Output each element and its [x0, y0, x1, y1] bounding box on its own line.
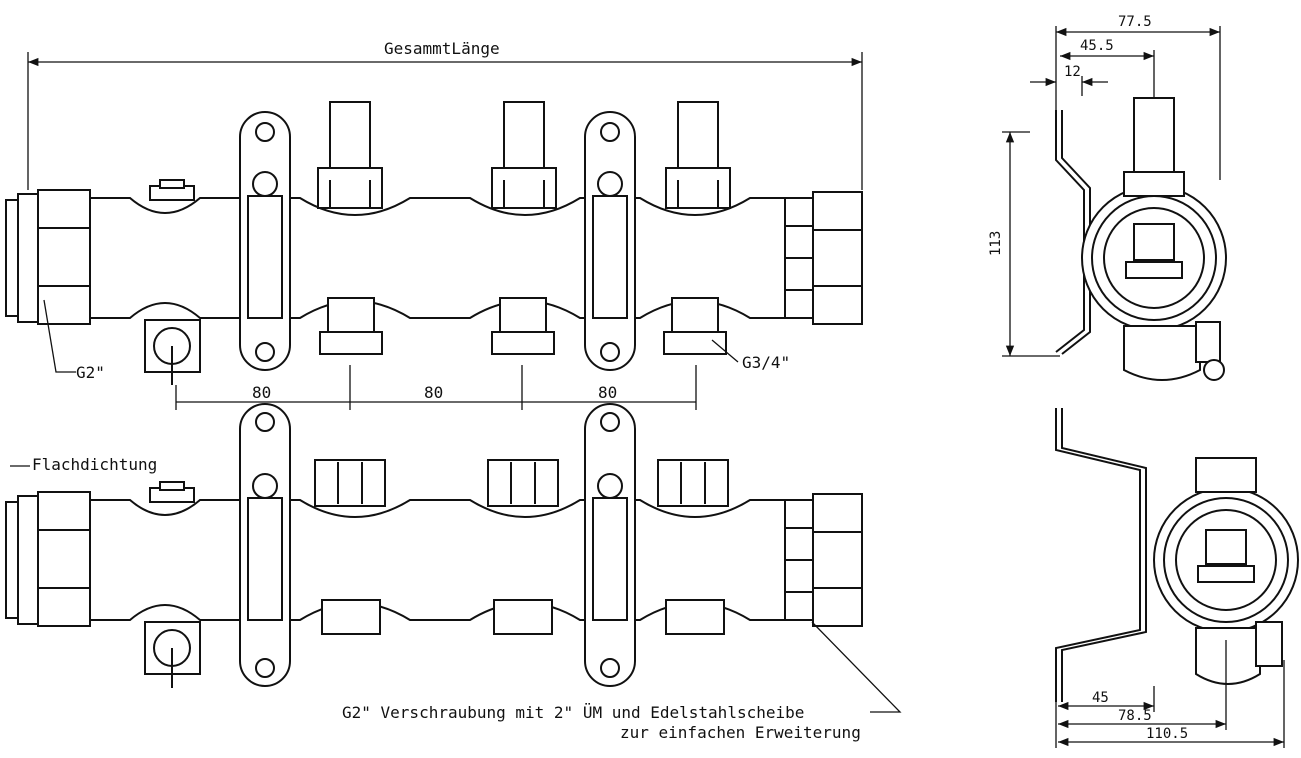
spacing-label-2: 80: [424, 383, 443, 402]
spacing-label-1: 80: [252, 383, 271, 402]
dim-45-label: 45: [1092, 690, 1109, 706]
flat-gasket-label: Flachdichtung: [32, 455, 157, 474]
dim-width-label: 77.5: [1118, 14, 1152, 30]
side-view-bottom: [1055, 408, 1299, 748]
dim-110-label: 110.5: [1146, 726, 1188, 742]
bracket-left-bottom: [239, 403, 291, 687]
spacing-label-3: 80: [598, 383, 617, 402]
note-line-2: zur einfachen Erweiterung: [620, 723, 861, 742]
cap-2: [487, 459, 559, 507]
valve-head-3: [665, 101, 731, 209]
manifold-bottom: [5, 403, 902, 713]
bracket-right-bottom: [584, 403, 636, 687]
outlet-6: [665, 599, 725, 635]
cap-3: [657, 459, 729, 507]
outlet-4: [321, 599, 381, 635]
cap-1: [314, 459, 386, 507]
dim-height-label: 113: [988, 231, 1004, 256]
dim-offset-label: 45.5: [1080, 38, 1114, 54]
outlet-1: [319, 297, 383, 355]
valve-head-2: [491, 101, 557, 209]
valve-head-1: [317, 101, 383, 209]
inlet-thread-label: G2": [76, 363, 105, 382]
side-view-top: [1002, 26, 1227, 381]
bracket-right-top: [584, 111, 636, 371]
dim-wall-label: 12: [1064, 64, 1081, 80]
bracket-left-top: [239, 111, 291, 371]
manifold-top: [5, 52, 863, 410]
note-line-1: G2" Verschraubung mit 2" ÜM und Edelstah…: [342, 703, 804, 722]
dim-78-label: 78.5: [1118, 708, 1152, 724]
total-length-label: GesammtLänge: [384, 39, 500, 58]
outlet-5: [493, 599, 553, 635]
outlet-2: [491, 297, 555, 355]
outlet-3: [663, 297, 727, 355]
outlet-thread-label: G3/4": [742, 353, 790, 372]
